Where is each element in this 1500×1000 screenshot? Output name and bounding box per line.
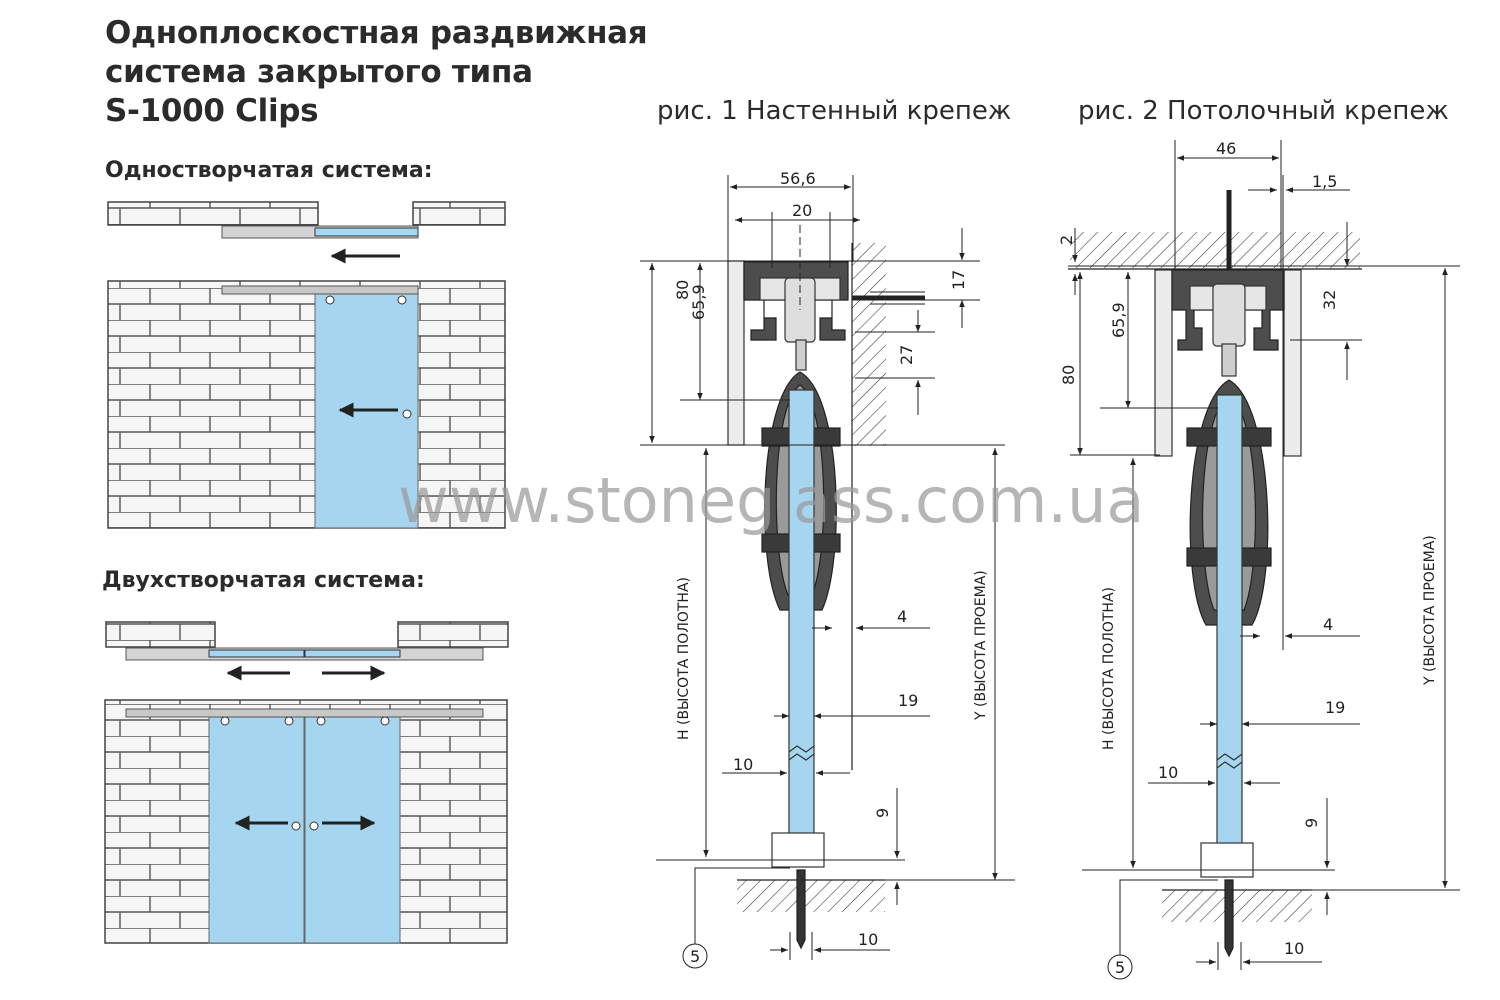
fig1-dim-10b: 10 — [858, 930, 878, 949]
fig2-dim-32: 32 — [1320, 290, 1339, 310]
fig1-h-label: Н (ВЫСОТА ПОЛОТНА) — [676, 577, 692, 740]
fig2-h-label: Н (ВЫСОТА ПОЛОТНА) — [1101, 587, 1117, 750]
fig2-dim-9: 9 — [1302, 818, 1321, 828]
fig1-dim-17: 17 — [949, 270, 968, 290]
fig2-dim-65-9: 65,9 — [1109, 302, 1128, 338]
single-system-label: Одностворчатая система: — [105, 158, 433, 183]
fig1-dimensions — [640, 175, 1015, 969]
fig1-dim-20: 20 — [792, 201, 812, 220]
title-line-3: S-1000 Clips — [105, 93, 319, 129]
fig1-dim-4: 4 — [897, 607, 907, 626]
fig2-dim-2: 2 — [1057, 235, 1076, 245]
fig2-callout-5: 5 — [1115, 958, 1125, 977]
title-line-2: система закрытого типа — [105, 54, 533, 90]
single-plan-view — [107, 201, 506, 264]
fig1-dim-10: 10 — [733, 755, 753, 774]
single-front-view — [107, 280, 506, 529]
fig2-dim-10: 10 — [1158, 763, 1178, 782]
fig1-dim-labels: 56,6 20 80 65,9 17 27 4 19 10 9 10 5 Н (… — [673, 169, 989, 966]
fig2-dim-10b: 10 — [1284, 939, 1304, 958]
title-line-1: Одноплоскостная раздвижная — [105, 15, 648, 51]
fig1-dim-19: 19 — [898, 691, 918, 710]
fig2-dim-4: 4 — [1323, 615, 1333, 634]
fig2-dimensions — [1068, 140, 1460, 980]
fig2-section — [1068, 190, 1362, 958]
double-plan-view — [105, 621, 509, 681]
fig1-dim-56-6: 56,6 — [780, 169, 816, 188]
fig2-dim-46: 46 — [1216, 139, 1236, 158]
fig2-dim-80: 80 — [1059, 365, 1078, 385]
fig1-callout-5: 5 — [690, 947, 700, 966]
double-front-view — [104, 699, 508, 944]
fig1-caption: рис. 1 Настенный крепеж — [657, 96, 1012, 126]
fig2-y-label: Y (ВЫСОТА ПРОЕМА) — [1422, 535, 1438, 686]
fig1-y-label: Y (ВЫСОТА ПРОЕМА) — [973, 570, 989, 721]
fig1-dim-27: 27 — [897, 345, 916, 365]
watermark: www.stoneglass.com.ua — [398, 464, 1144, 537]
fig1-section — [727, 243, 925, 950]
page-title: Одноплоскостная раздвижная система закры… — [105, 14, 648, 131]
fig2-dim-19: 19 — [1325, 698, 1345, 717]
double-system-label: Двухстворчатая система: — [102, 568, 425, 593]
fig1-dim-80: 80 — [673, 280, 692, 300]
fig1-dim-65-9: 65,9 — [689, 284, 708, 320]
fig2-dim-1-5: 1,5 — [1312, 172, 1337, 191]
fig2-dim-labels: 46 1,5 2 65,9 80 32 4 19 10 9 10 5 Н (ВЫ… — [1057, 139, 1438, 977]
fig1-dim-9: 9 — [873, 808, 892, 818]
fig2-caption: рис. 2 Потолочный крепеж — [1078, 96, 1449, 126]
